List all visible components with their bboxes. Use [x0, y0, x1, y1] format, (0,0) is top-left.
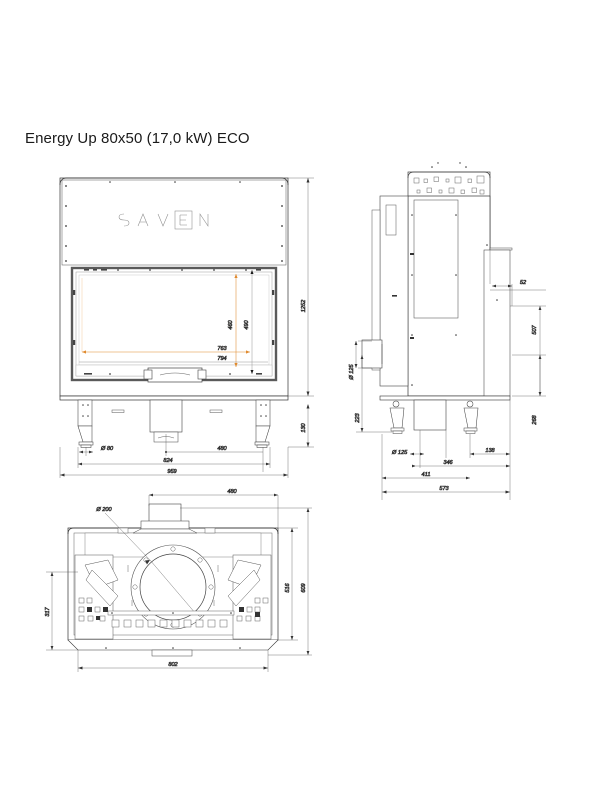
side-elevation-view: 52 507 268 Ø 125 223 Ø 125 138 346 411 5…	[349, 162, 546, 500]
dim-346: 346	[443, 460, 453, 466]
dim-diameter-200: Ø 200	[95, 507, 112, 513]
dim-794: 794	[217, 356, 226, 362]
dim-490: 490	[244, 319, 250, 329]
top-plan-view: Ø 200 480 317 516 609 802	[45, 489, 312, 672]
dim-573: 573	[439, 486, 449, 492]
dim-609: 609	[301, 583, 307, 592]
dim-52: 52	[520, 280, 527, 286]
dim-130: 130	[301, 422, 307, 432]
dim-1252: 1252	[301, 299, 307, 312]
dim-diameter-125-horizontal: Ø 125	[391, 450, 408, 456]
dim-268: 268	[532, 414, 538, 425]
dim-480-top: 480	[227, 489, 237, 495]
dim-diameter-125-vertical: Ø 125	[349, 363, 355, 380]
dim-824: 824	[163, 458, 172, 464]
dim-480-front: 480	[217, 446, 227, 452]
front-elevation-view: 460 490 763 794 1252 130 Ø 80 480 824 95…	[59, 177, 314, 478]
brand-logo	[118, 210, 209, 230]
dim-317: 317	[45, 606, 51, 616]
dim-507: 507	[532, 324, 538, 334]
dim-763: 763	[217, 346, 227, 352]
dim-516: 516	[285, 582, 291, 592]
dim-959: 959	[167, 469, 176, 475]
dim-802: 802	[168, 662, 178, 668]
dim-411: 411	[422, 472, 431, 478]
page-title: Energy Up 80x50 (17,0 kW) ECO	[25, 130, 250, 147]
dim-diameter-80: Ø 80	[100, 446, 114, 452]
dim-223: 223	[355, 412, 361, 423]
dim-460: 460	[228, 319, 234, 329]
dim-138: 138	[485, 448, 495, 454]
